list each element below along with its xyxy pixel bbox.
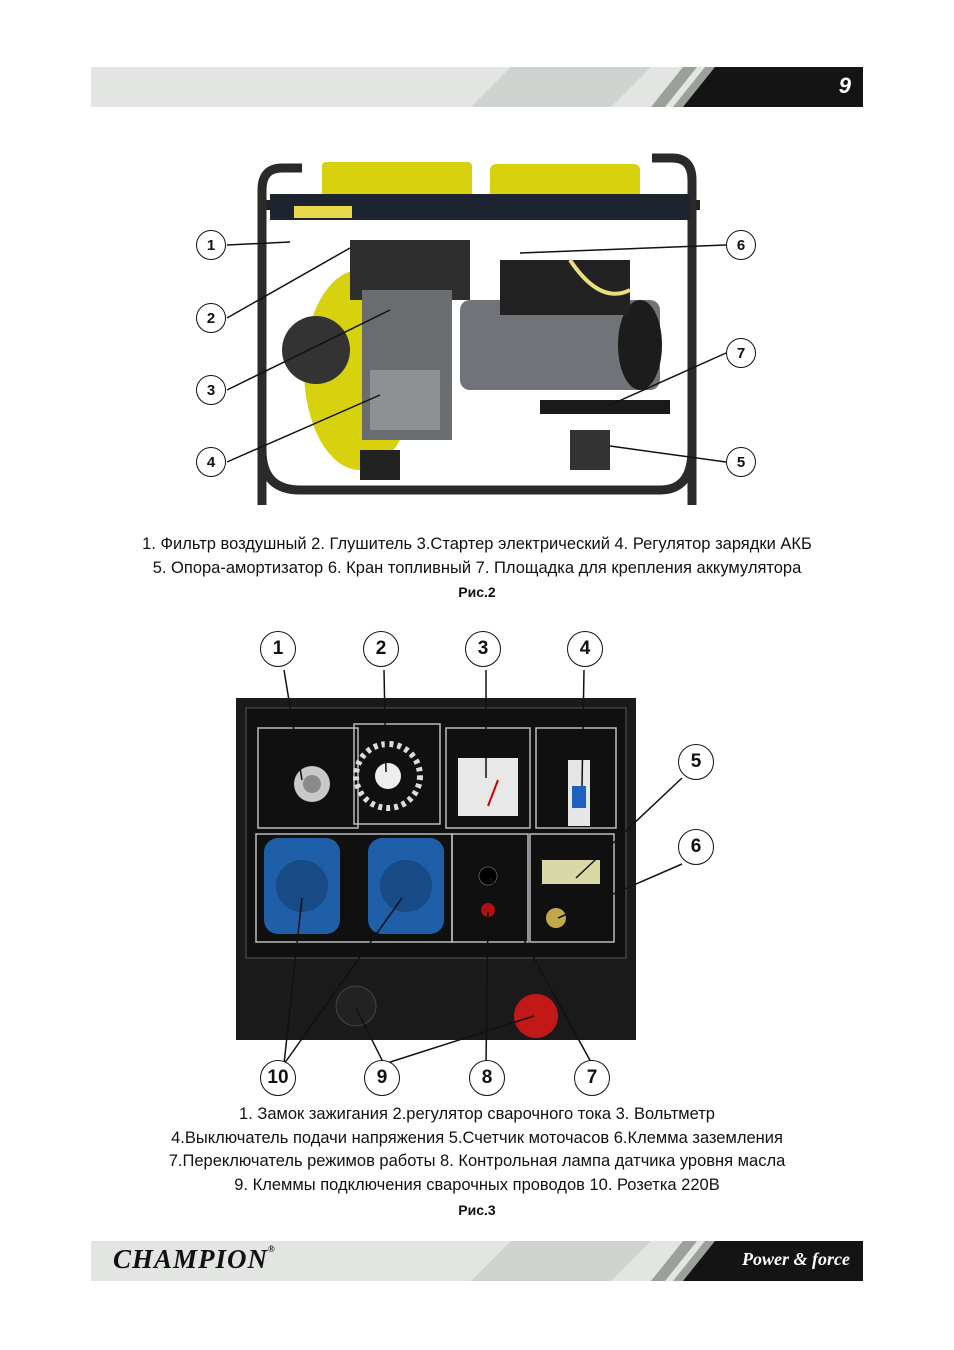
figure-3-caption-line: 9. Клеммы подключения сварочных проводов…	[234, 1175, 720, 1194]
figure-3-caption: 1. Замок зажигания 2.регулятор сварочног…	[0, 1103, 954, 1197]
callout-7: 7	[574, 1060, 610, 1096]
figure-3-caption-line: 7.Переключатель режимов работы 8. Контро…	[168, 1152, 786, 1170]
callout-10: 10	[260, 1060, 296, 1096]
champion-logo: CHAMPION®	[113, 1244, 276, 1275]
callout-8: 8	[469, 1060, 505, 1096]
footer-stripes	[91, 1241, 863, 1281]
slogan: Power & force	[742, 1249, 850, 1269]
callout-2: 2	[363, 631, 399, 667]
figure-2-generator: 1 2 3 4 6 7 5	[190, 150, 770, 510]
figure-2-caption-line: 1. Фильтр воздушный 2. Глушитель 3.Старт…	[142, 535, 812, 553]
header-band: 9	[91, 67, 863, 107]
callout-7: 7	[726, 338, 756, 368]
callout-9: 9	[364, 1060, 400, 1096]
figure-2-caption: 1. Фильтр воздушный 2. Глушитель 3.Старт…	[0, 533, 954, 580]
control-panel-illustration	[236, 669, 683, 1065]
figure-2-label: Рис.2	[458, 584, 496, 600]
callout-5: 5	[678, 744, 714, 780]
callout-4: 4	[567, 631, 603, 667]
callout-2: 2	[196, 303, 226, 333]
figure-3-caption-line: 1. Замок зажигания 2.регулятор сварочног…	[239, 1105, 715, 1123]
registered-mark-icon: ®	[268, 1244, 276, 1254]
callout-3: 3	[196, 375, 226, 405]
brand-name: CHAMPION	[113, 1244, 269, 1274]
figure-3-caption-line: 4.Выключатель подачи напряжения 5.Счетчи…	[171, 1128, 783, 1147]
figure-3-label: Рис.3	[458, 1202, 496, 1218]
callout-6: 6	[678, 829, 714, 865]
figure-2-caption-line: 5. Опора-амортизатор 6. Кран топливный 7…	[152, 558, 802, 577]
callout-4: 4	[196, 447, 226, 477]
callout-1: 1	[260, 631, 296, 667]
callout-6: 6	[726, 230, 756, 260]
generator-illustration	[226, 153, 727, 505]
callout-1: 1	[196, 230, 226, 260]
figure-3-control-panel: 1 2 3 4 5 6 10 9 8 7	[236, 628, 736, 1098]
callout-5: 5	[726, 447, 756, 477]
page-number: 9	[838, 73, 851, 98]
header-stripes	[91, 67, 863, 107]
callout-3: 3	[465, 631, 501, 667]
footer-band: CHAMPION® Power & force	[91, 1241, 863, 1281]
